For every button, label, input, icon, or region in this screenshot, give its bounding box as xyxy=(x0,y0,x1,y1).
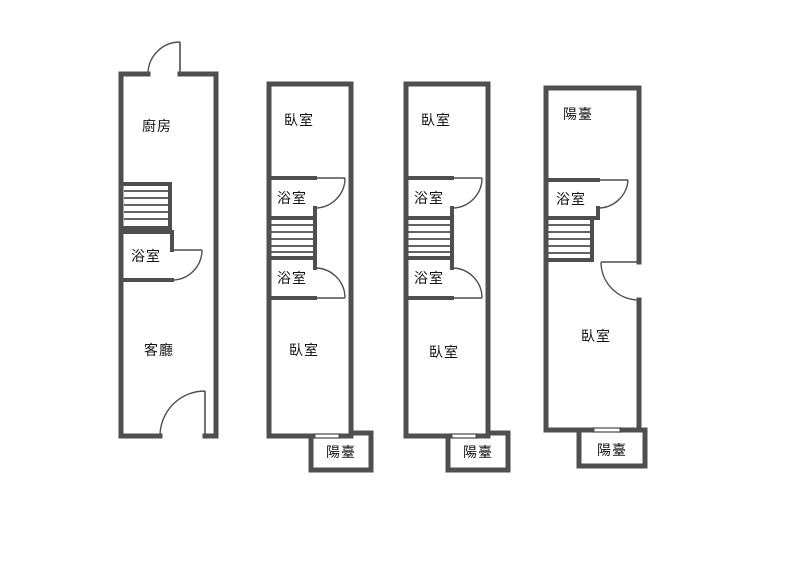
floor-3-bath-bottom-door-arc xyxy=(451,267,483,299)
floor-2-bath-top-door-arc xyxy=(314,177,346,209)
room-label-bedroom: 臥室 xyxy=(421,112,451,128)
floor-1-stairs-outline xyxy=(120,182,172,230)
floor-1-top-door-arc xyxy=(147,41,181,75)
floor-4-right-door-arc xyxy=(600,261,640,301)
room-label-living-room: 客廳 xyxy=(144,342,174,358)
floor-1-plan xyxy=(118,41,219,439)
room-label-bedroom: 臥室 xyxy=(284,112,314,128)
floor-1-bath-door-arc xyxy=(171,249,203,281)
room-label-balcony: 陽臺 xyxy=(563,106,593,122)
floor-4-bath-door-arc xyxy=(597,179,629,209)
room-label-bathroom: 浴室 xyxy=(414,270,444,286)
floor-4-balcony-threshold xyxy=(592,427,622,433)
room-label-balcony: 陽臺 xyxy=(326,444,356,460)
floor-1-bottom-door-arc xyxy=(159,390,206,437)
floor-4-plan xyxy=(543,85,648,469)
floor-2-plan xyxy=(266,81,374,473)
room-label-bathroom: 浴室 xyxy=(277,190,307,206)
room-label-bedroom: 臥室 xyxy=(581,328,611,344)
floor-3-bath-bottom-walls xyxy=(404,256,454,300)
room-label-bedroom: 臥室 xyxy=(289,342,319,358)
floor-4-bath-walls xyxy=(544,178,600,220)
room-label-bathroom: 浴室 xyxy=(131,248,161,264)
floor-3-balcony-threshold xyxy=(450,433,478,439)
floor-3-plan xyxy=(403,81,511,473)
floor-2-bath-bottom-walls xyxy=(267,256,317,300)
floor-2-bath-bottom-door-arc xyxy=(314,267,346,299)
floor-3-stairs-outline xyxy=(404,216,454,260)
room-label-bathroom: 浴室 xyxy=(277,270,307,286)
room-label-bedroom: 臥室 xyxy=(429,344,459,360)
floor-2-stairs-treads xyxy=(271,224,313,253)
floor-2-stairs-outline xyxy=(267,216,317,260)
floor-1-walls xyxy=(118,71,219,439)
floor-2-balcony-threshold xyxy=(313,433,341,439)
floor-4-stairs-outline xyxy=(544,216,594,262)
floor-3-balcony-walls xyxy=(445,430,511,473)
room-label-balcony: 陽臺 xyxy=(463,444,493,460)
room-label-bathroom: 浴室 xyxy=(414,190,444,206)
floor-3-stairs-treads xyxy=(408,224,450,253)
floor-2-balcony-walls xyxy=(308,430,374,473)
room-label-bathroom: 浴室 xyxy=(556,191,586,207)
floor-4-balcony-walls xyxy=(576,427,648,469)
floor-3-bath-top-door-arc xyxy=(451,177,483,209)
room-label-balcony: 陽臺 xyxy=(597,442,627,458)
floor-4-stairs-treads xyxy=(548,224,590,254)
floor-1-stairs-treads xyxy=(124,190,168,220)
floor-1-bathroom-walls xyxy=(119,230,174,282)
room-label-kitchen: 廚房 xyxy=(142,118,172,134)
